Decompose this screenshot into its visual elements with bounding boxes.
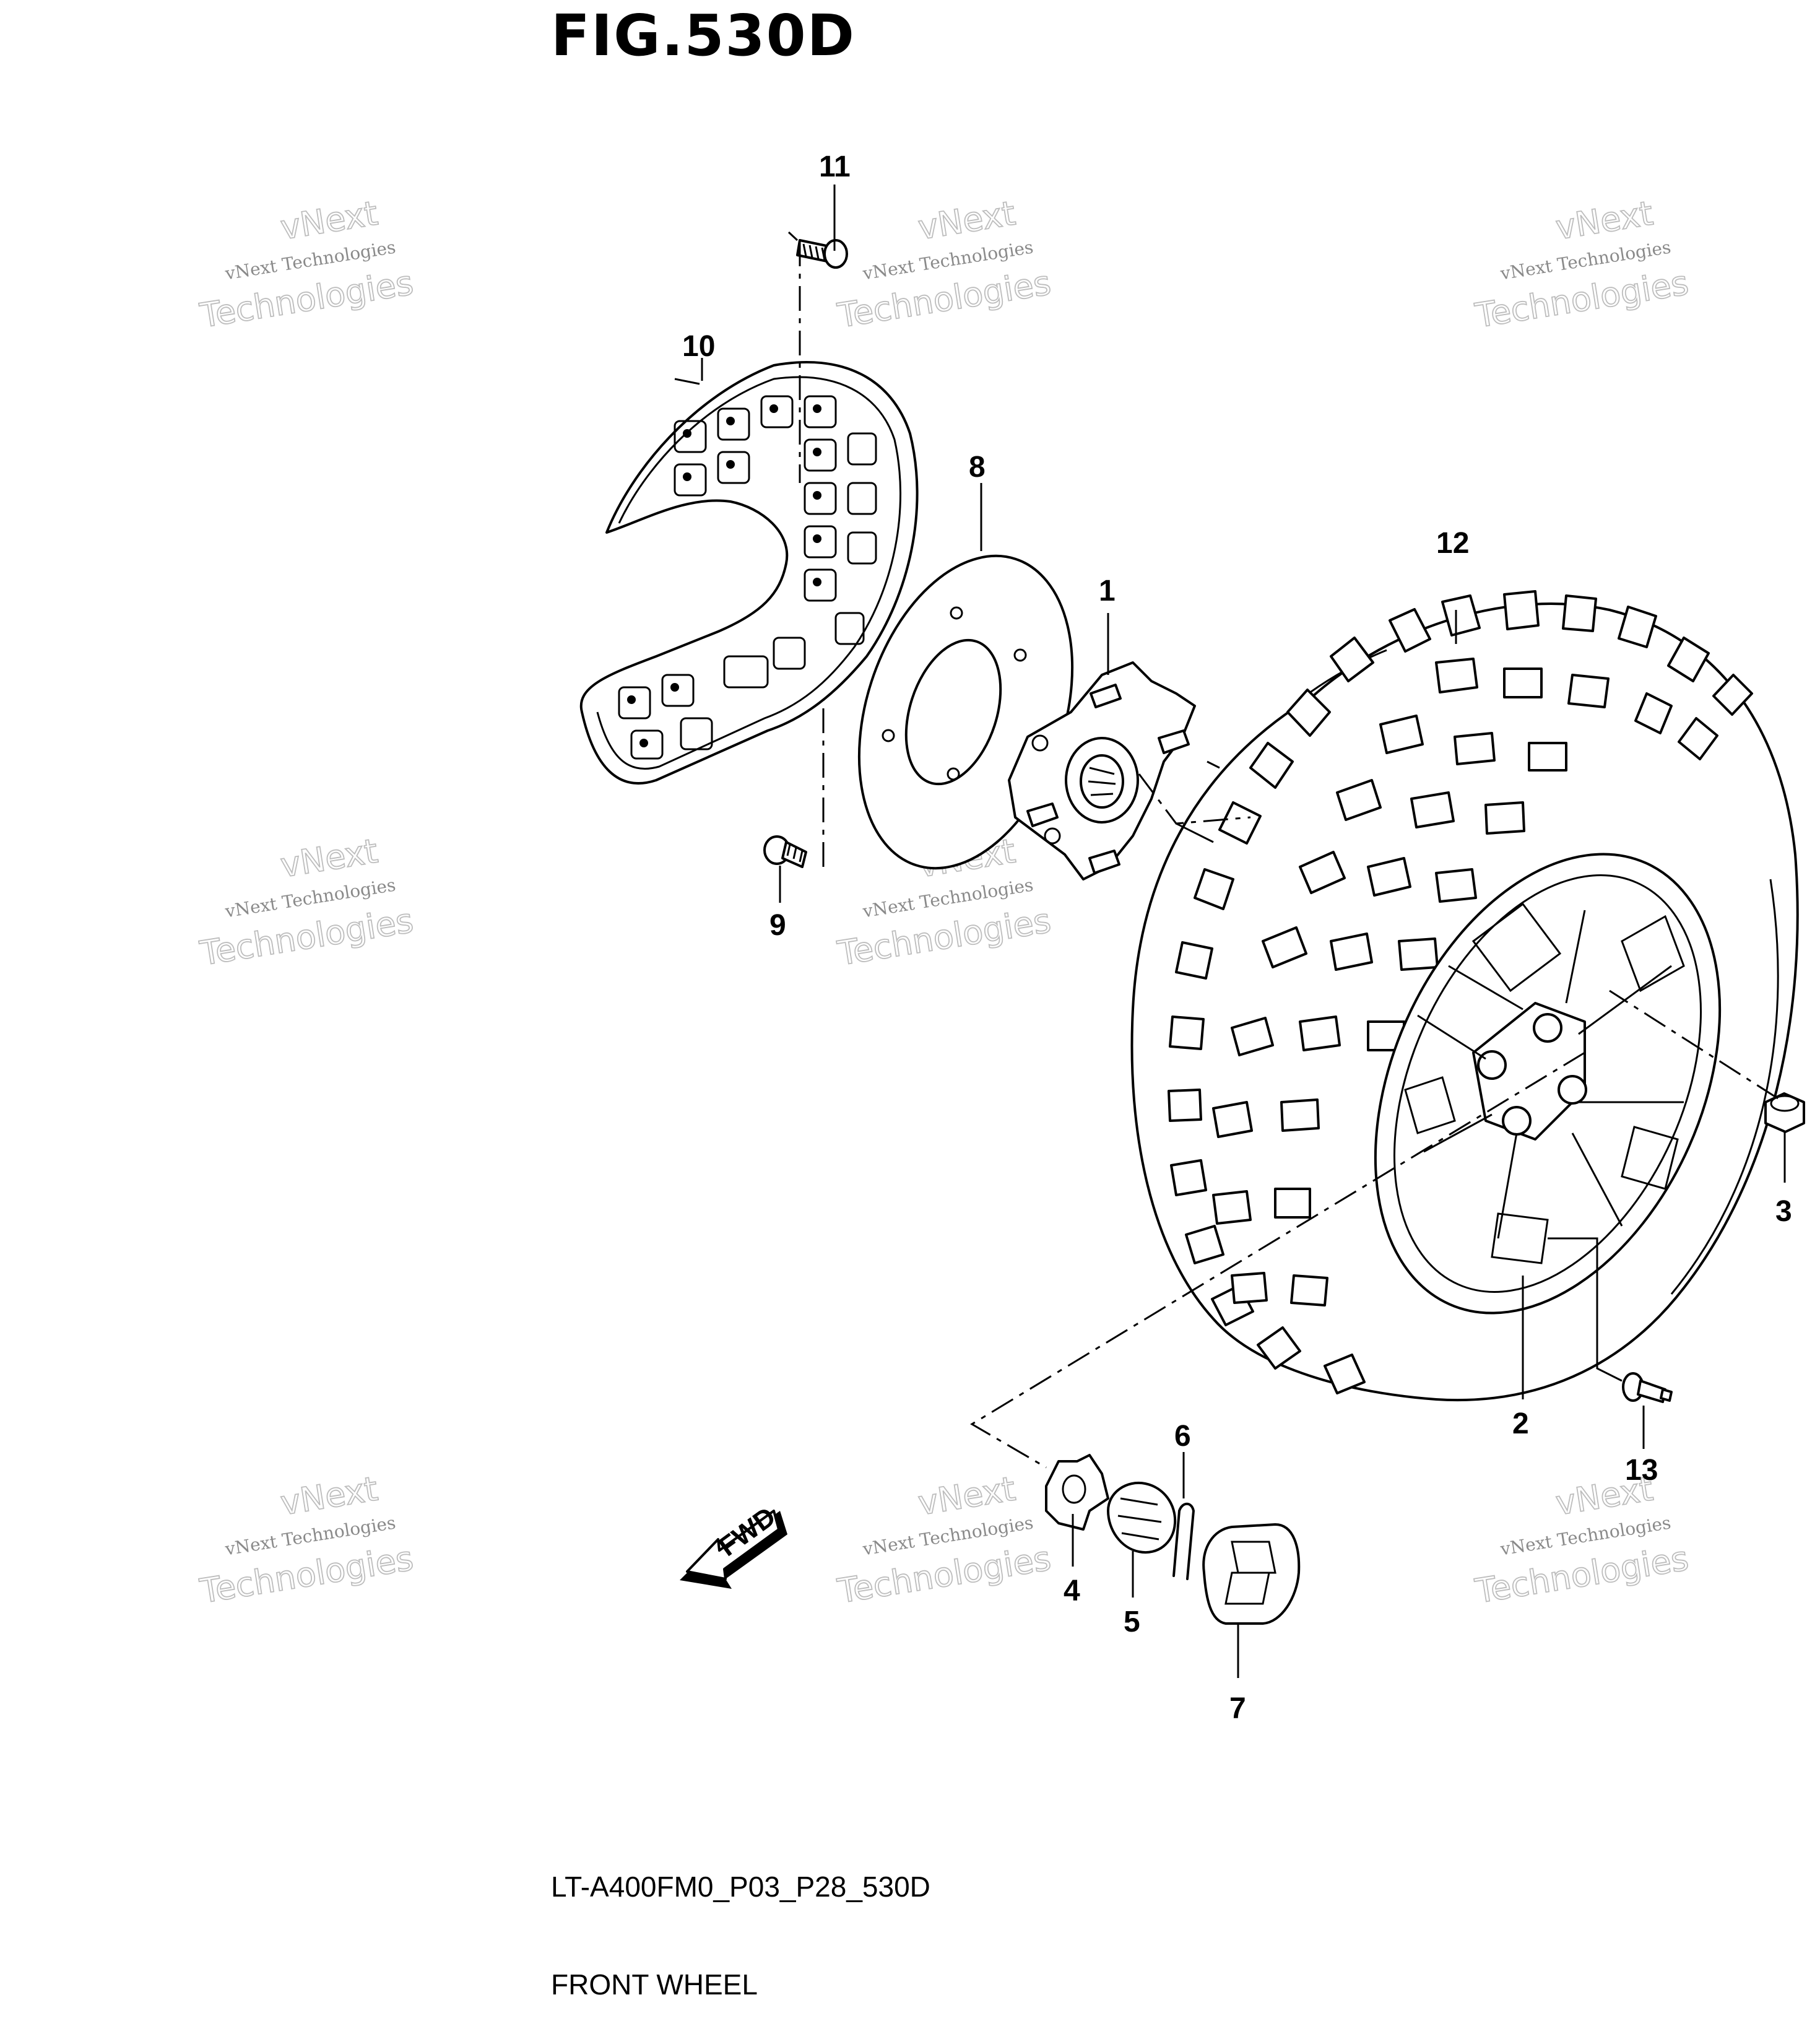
- watermark-top: vNext: [1553, 194, 1656, 248]
- part-6-cotter-pin[interactable]: [1172, 1502, 1195, 1580]
- watermark-top: vNext: [278, 194, 381, 248]
- watermark-top: vNext: [916, 194, 1018, 248]
- callout-6: 6: [1174, 1420, 1191, 1453]
- part-10-disc-guard[interactable]: [579, 360, 919, 785]
- part-13-valve[interactable]: [1622, 1372, 1673, 1403]
- callout-5: 5: [1124, 1606, 1140, 1638]
- tread-pattern: [1168, 590, 1753, 1394]
- callout-12: 12: [1436, 527, 1469, 560]
- part-11-screw[interactable]: [796, 239, 848, 269]
- callout-7: 7: [1229, 1692, 1246, 1725]
- part-5-castle-nut[interactable]: [1107, 1481, 1177, 1554]
- part-4-washer[interactable]: [1045, 1454, 1109, 1531]
- callout-4: 4: [1064, 1575, 1080, 1607]
- callout-10: 10: [682, 330, 715, 363]
- watermark-7: vNext vNext Technologies Technologies: [196, 1469, 416, 1612]
- figure-title: FIG.530D: [551, 2, 856, 69]
- watermark-1: vNext vNext Technologies Technologies: [196, 193, 416, 336]
- diagram-code: LT-A400FM0_P03_P28_530D: [551, 1871, 930, 1903]
- callout-2: 2: [1512, 1407, 1529, 1440]
- watermark-top: vNext: [278, 1469, 381, 1523]
- part-1-wheel-hub[interactable]: [1008, 661, 1196, 880]
- diagram-name: FRONT WHEEL: [551, 1968, 758, 2001]
- part-2-wheel-rim[interactable]: [1308, 800, 1787, 1367]
- callout-13: 13: [1625, 1454, 1658, 1487]
- callout-8: 8: [969, 451, 986, 484]
- part-9-screw[interactable]: [763, 835, 807, 868]
- fwd-direction-arrow: FWD: [680, 1502, 787, 1589]
- part-12-tire[interactable]: [1130, 590, 1799, 1401]
- watermark-9: vNext vNext Technologies Technologies: [1471, 1469, 1691, 1612]
- watermark-3: vNext vNext Technologies Technologies: [1471, 193, 1691, 336]
- watermark-top: vNext: [278, 832, 381, 885]
- callout-9: 9: [769, 909, 786, 942]
- callout-3: 3: [1775, 1195, 1792, 1228]
- callout-1: 1: [1099, 575, 1116, 607]
- watermark-top: vNext: [916, 1469, 1018, 1523]
- leader-lines: [674, 185, 1786, 1678]
- watermark-4: vNext vNext Technologies Technologies: [196, 831, 416, 974]
- watermark-8: vNext vNext Technologies Technologies: [834, 1469, 1054, 1612]
- part-3-nut[interactable]: [1764, 1092, 1805, 1133]
- watermark-2: vNext vNext Technologies Technologies: [834, 193, 1054, 336]
- callout-11: 11: [819, 150, 851, 183]
- part-7-hub-cap[interactable]: [1202, 1523, 1301, 1625]
